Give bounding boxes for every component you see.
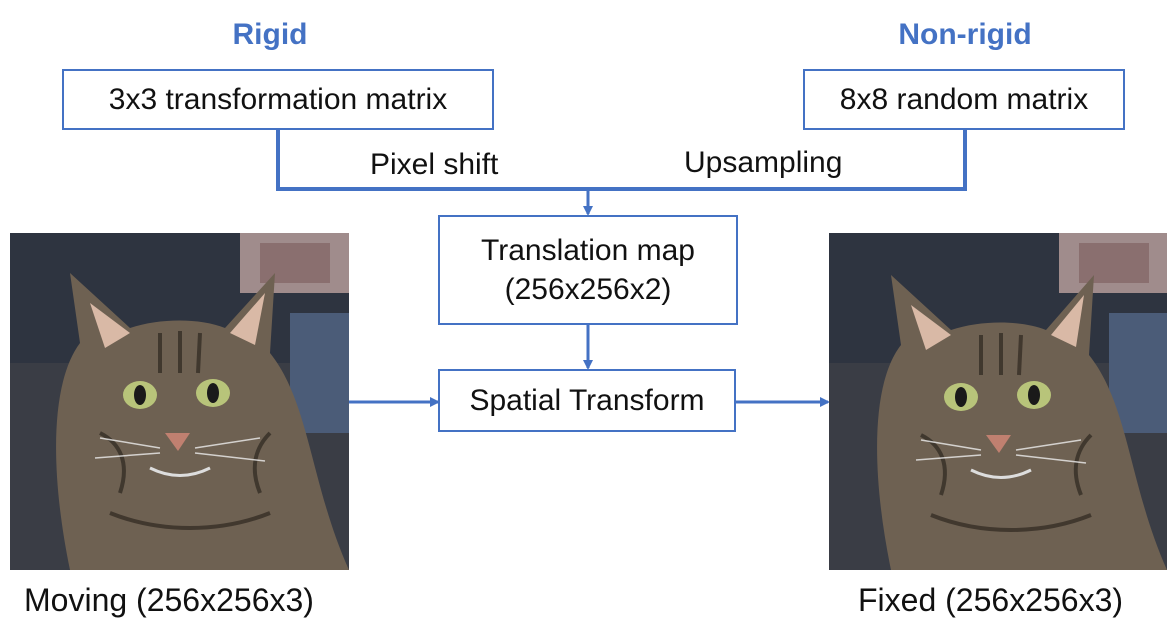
- merge-connector: [276, 128, 967, 191]
- rigid-matrix-box: 3x3 transformation matrix: [62, 69, 494, 130]
- translation-map-shape: (256x256x2): [504, 273, 672, 306]
- cat-photo-warped-icon: [829, 233, 1167, 570]
- fixed-image: [829, 233, 1167, 570]
- rigid-title: Rigid: [232, 18, 308, 51]
- nonrigid-matrix-box: 8x8 random matrix: [803, 69, 1125, 130]
- cat-photo-icon: [10, 233, 349, 570]
- rigid-matrix-label: 3x3 transformation matrix: [108, 83, 448, 116]
- moving-image: [10, 233, 349, 570]
- nonrigid-matrix-label: 8x8 random matrix: [839, 83, 1089, 116]
- upsampling-label: Upsampling: [684, 146, 843, 179]
- translation-map-box: Translation map (256x256x2): [438, 215, 738, 325]
- moving-caption: Moving (256x256x3): [24, 582, 314, 618]
- pixel-shift-label: Pixel shift: [370, 148, 499, 181]
- translation-map-title: Translation map: [481, 234, 695, 267]
- spatial-transform-label: Spatial Transform: [469, 384, 705, 417]
- spatial-transform-box: Spatial Transform: [438, 369, 736, 432]
- nonrigid-title: Non-rigid: [898, 18, 1032, 51]
- fixed-caption: Fixed (256x256x3): [858, 582, 1124, 618]
